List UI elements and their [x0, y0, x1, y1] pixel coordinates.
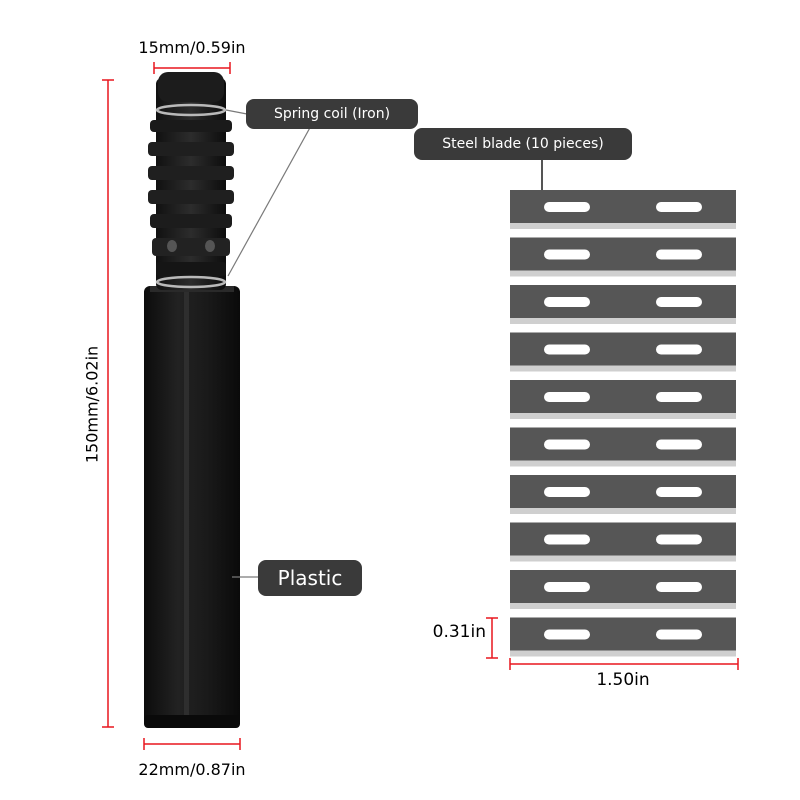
- blade-slot: [544, 582, 590, 592]
- blade-slot: [544, 629, 590, 640]
- blade-slot: [656, 297, 702, 307]
- steel-blade: [510, 380, 736, 419]
- height-label: 150mm/6.02in: [82, 345, 102, 464]
- blade-slot: [544, 392, 590, 402]
- steel-blade: [510, 190, 736, 229]
- steel-blade: [510, 522, 736, 562]
- bottom-width-label: 22mm/0.87in: [138, 760, 246, 779]
- blade-slot: [544, 439, 590, 450]
- blade-stack: [510, 190, 736, 657]
- blade-slot: [656, 249, 702, 260]
- blade-slot: [544, 344, 590, 355]
- spring-callout-leaders: [225, 109, 313, 277]
- plastic-callout: Plastic: [258, 560, 362, 596]
- spring-head: [148, 72, 234, 290]
- steel-blade: [510, 332, 736, 372]
- blade-slot: [544, 202, 590, 212]
- blade-width-label: 1.50in: [596, 670, 650, 690]
- steel-blade: [510, 427, 736, 467]
- blade-slot: [656, 439, 702, 450]
- blade-height-dimension-line: [486, 617, 498, 659]
- blade-slot: [656, 487, 702, 497]
- handle-body: [144, 286, 240, 728]
- blade-slot: [656, 534, 702, 545]
- top-width-label: 15mm/0.59in: [138, 38, 246, 57]
- steel-blade: [510, 237, 736, 277]
- top-width-dimension-line: [153, 62, 231, 74]
- blade-slot: [656, 392, 702, 402]
- blade-slot: [544, 297, 590, 307]
- steel-blade-callout: Steel blade (10 pieces): [414, 128, 632, 160]
- blade-slot: [656, 344, 702, 355]
- steel-blade: [510, 570, 736, 609]
- steel-blade: [510, 475, 736, 514]
- blade-slot: [544, 534, 590, 545]
- blade-slot: [656, 582, 702, 592]
- height-dimension-line: [102, 79, 114, 728]
- blade-slot: [544, 249, 590, 260]
- spring-coil-callout: Spring coil (Iron): [246, 99, 418, 129]
- blade-width-dimension-line: [509, 658, 739, 670]
- blade-slot: [656, 202, 702, 212]
- steel-blade: [510, 285, 736, 324]
- blade-slot: [656, 629, 702, 640]
- blade-slot: [544, 487, 590, 497]
- steel-blade: [510, 617, 736, 657]
- blade-height-label: 0.31in: [432, 622, 486, 642]
- bottom-width-dimension-line: [143, 738, 241, 750]
